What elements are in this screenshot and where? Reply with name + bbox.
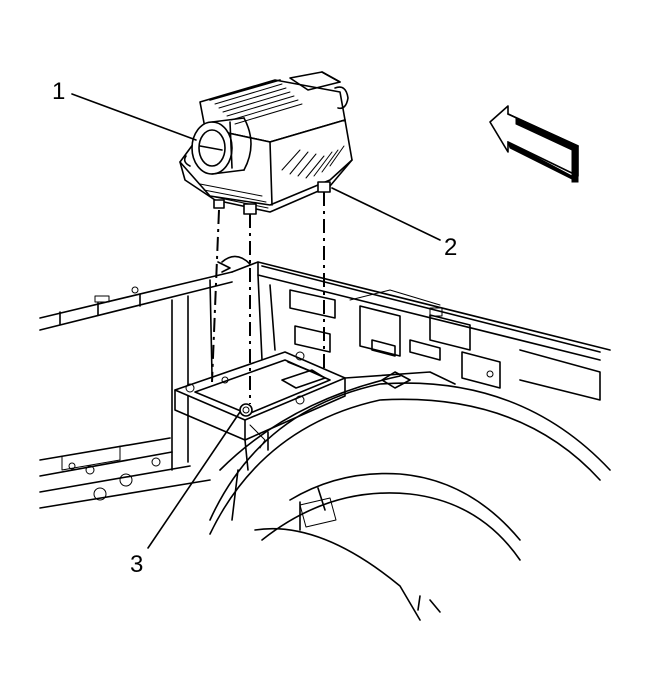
leader-lines bbox=[71, 93, 441, 549]
callout-2: 2 bbox=[444, 234, 458, 261]
front-direction-arrow-icon bbox=[489, 105, 579, 183]
callout-1: 1 bbox=[52, 78, 66, 105]
vehicle-body-structure bbox=[39, 255, 611, 509]
mounting-nut bbox=[239, 403, 253, 417]
callout-3: 3 bbox=[130, 551, 144, 578]
component-housing bbox=[179, 71, 353, 215]
mounting-studs bbox=[213, 181, 331, 215]
mounting-tray bbox=[174, 351, 346, 471]
alignment-lines bbox=[211, 192, 325, 404]
wheel-house bbox=[209, 371, 611, 621]
